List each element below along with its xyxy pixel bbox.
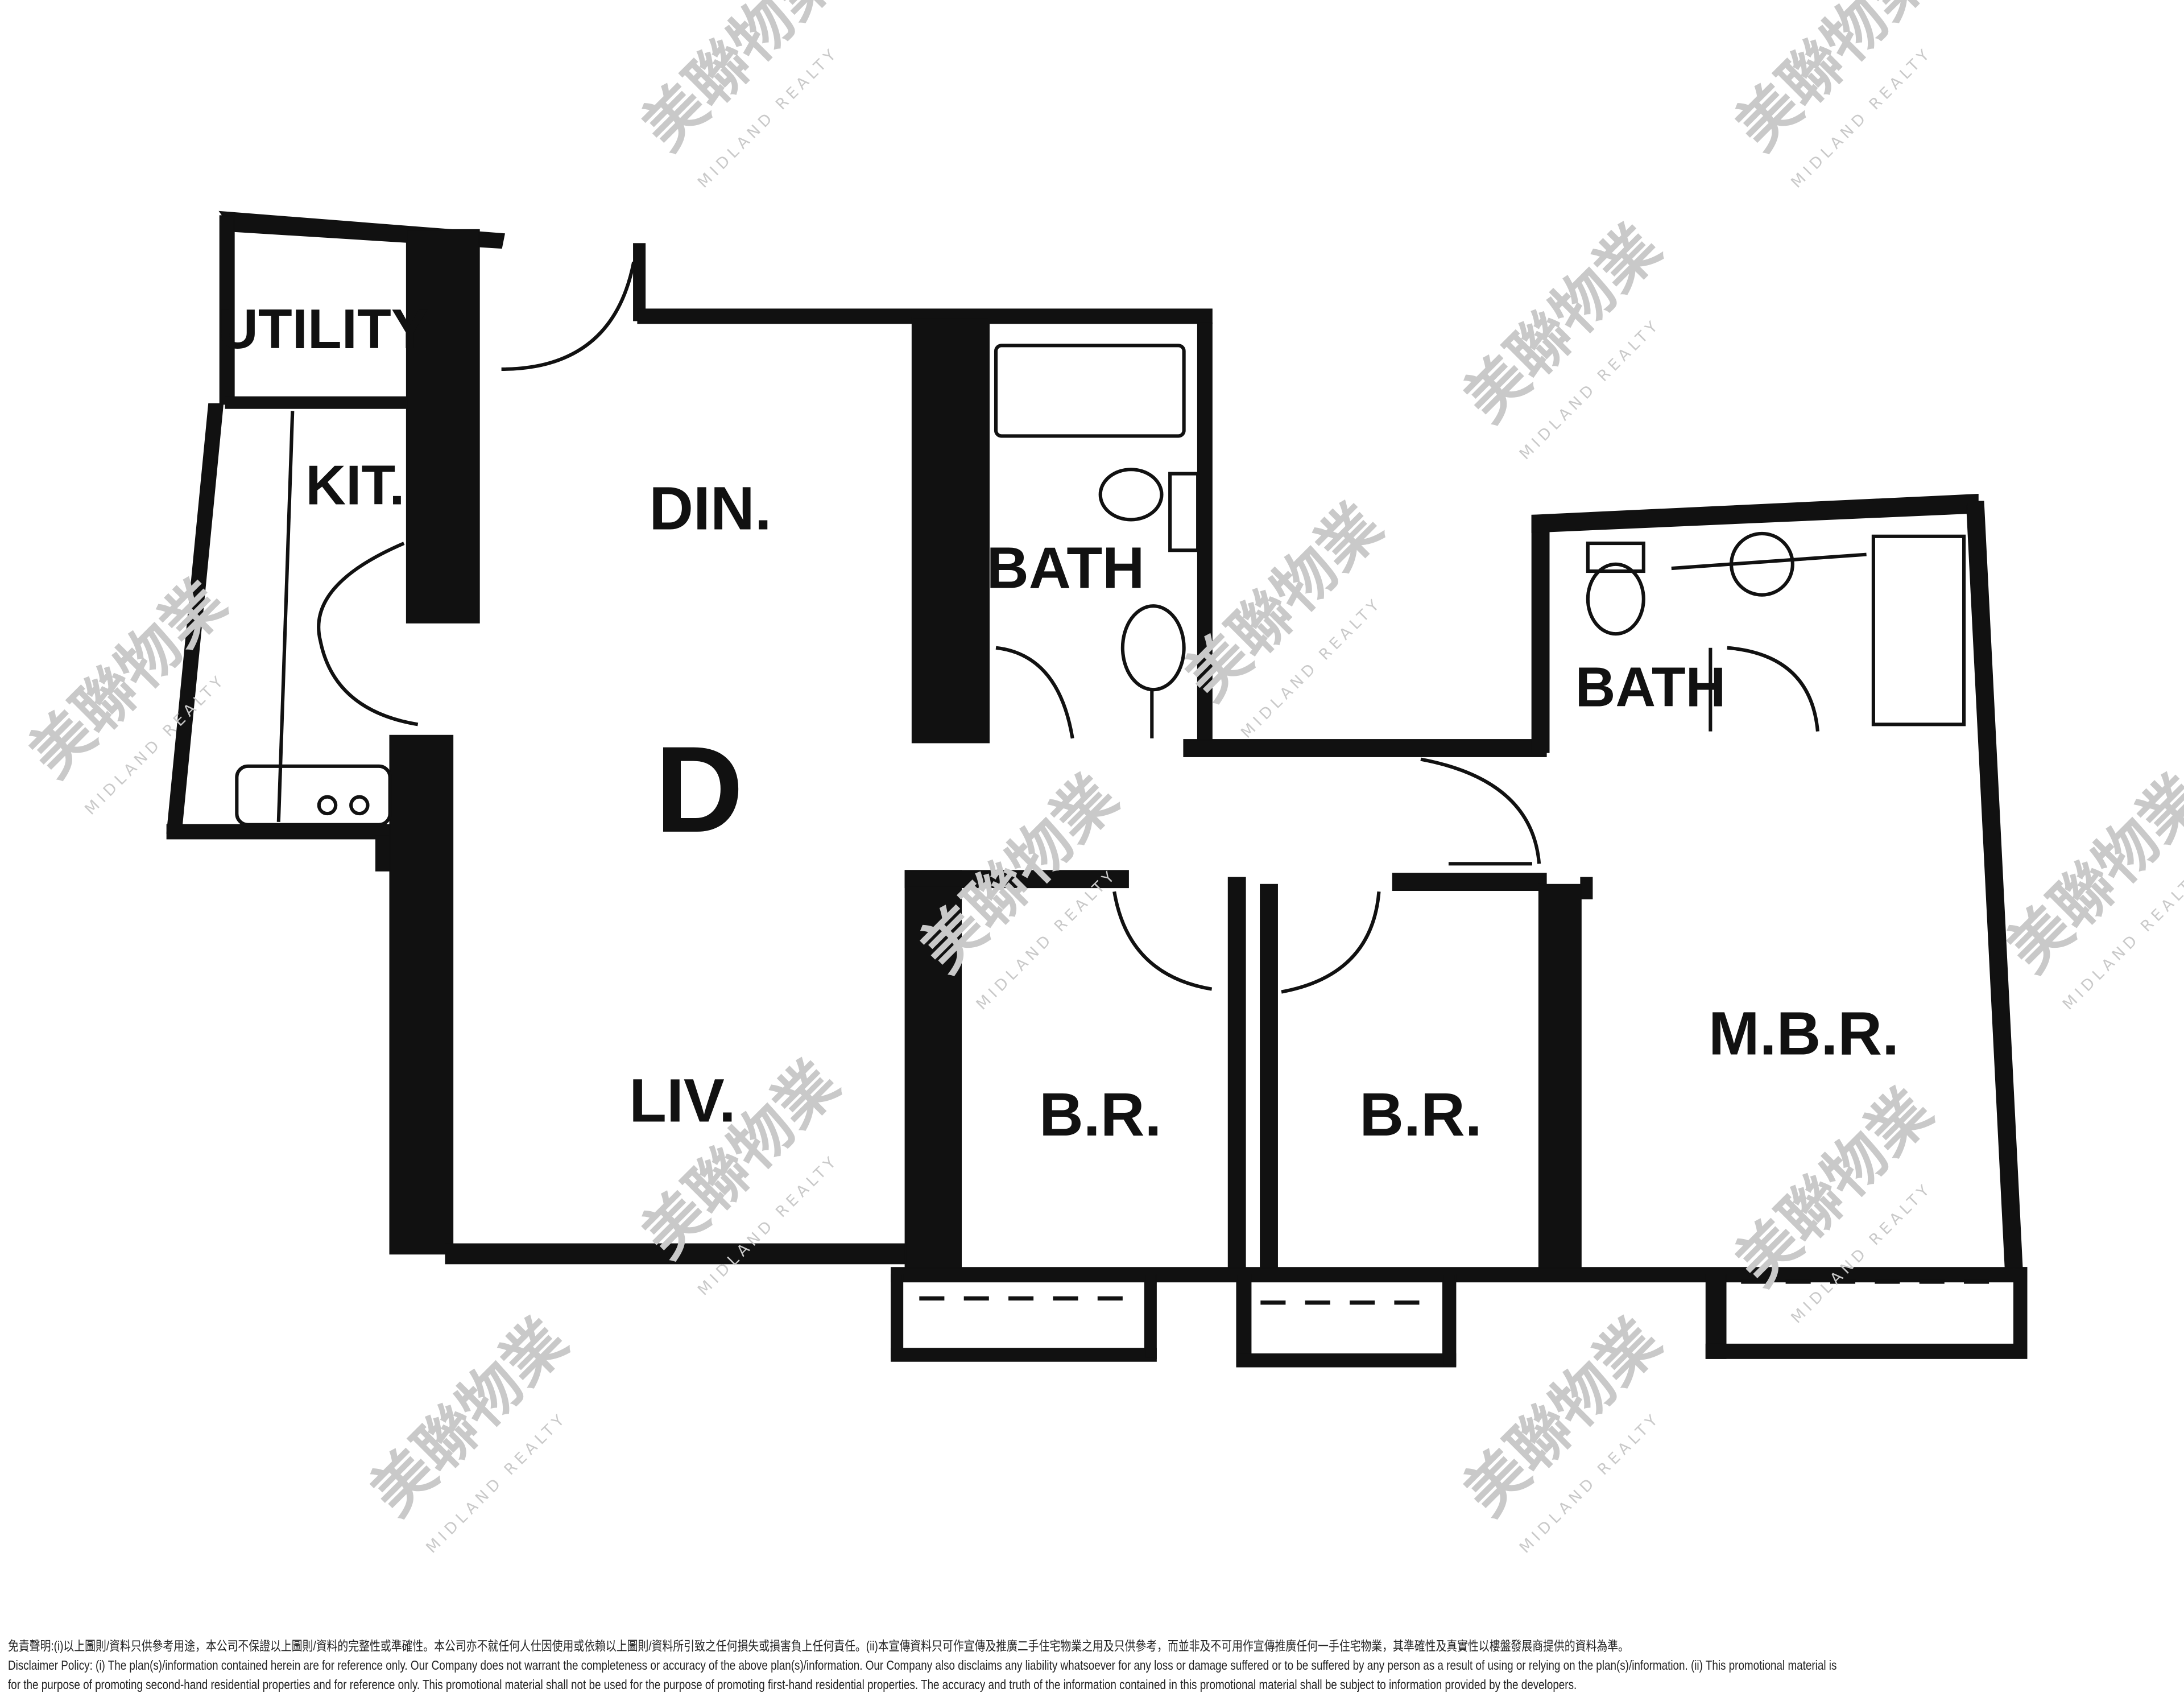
walls <box>166 210 2028 1368</box>
svg-text:美聯物業: 美聯物業 <box>1994 762 2184 985</box>
doors-fixtures <box>235 261 1966 994</box>
room-label-bath-2: BATH <box>1575 656 1726 719</box>
room-label-master-bedroom: M.B.R. <box>1709 999 1899 1068</box>
svg-text:美聯物業: 美聯物業 <box>1450 1305 1674 1529</box>
svg-text:美聯物業: 美聯物業 <box>16 567 239 790</box>
unit-label: D <box>655 721 744 858</box>
room-label-bedroom-2: B.R. <box>1359 1080 1482 1149</box>
room-label-bath-1: BATH <box>986 535 1144 600</box>
svg-text:美聯物業: 美聯物業 <box>1450 212 1674 435</box>
disclaimer-english-line-2: for the purpose of promoting second-hand… <box>8 1677 1577 1692</box>
window-dashes <box>919 1279 2006 1305</box>
room-label-living: LIV. <box>629 1066 736 1134</box>
room-label-utility: UTILITY <box>218 298 428 360</box>
room-label-dining: DIN. <box>649 474 772 543</box>
room-label-bedroom-1: B.R. <box>1039 1080 1162 1149</box>
room-labels: UTILITY KIT. DIN. BATH D BATH LIV. B.R. … <box>218 298 1899 1149</box>
svg-text:美聯物業: 美聯物業 <box>1722 1075 1946 1299</box>
svg-text:美聯物業: 美聯物業 <box>357 1305 581 1529</box>
disclaimer-english-line-1: Disclaimer Policy: (i) The plan(s)/infor… <box>8 1658 1837 1673</box>
disclaimer-chinese: 免責聲明:(i)以上圖則/資料只供參考用途，本公司不保證以上圖則/資料的完整性或… <box>8 1638 1629 1653</box>
room-label-kitchen: KIT. <box>305 453 404 516</box>
